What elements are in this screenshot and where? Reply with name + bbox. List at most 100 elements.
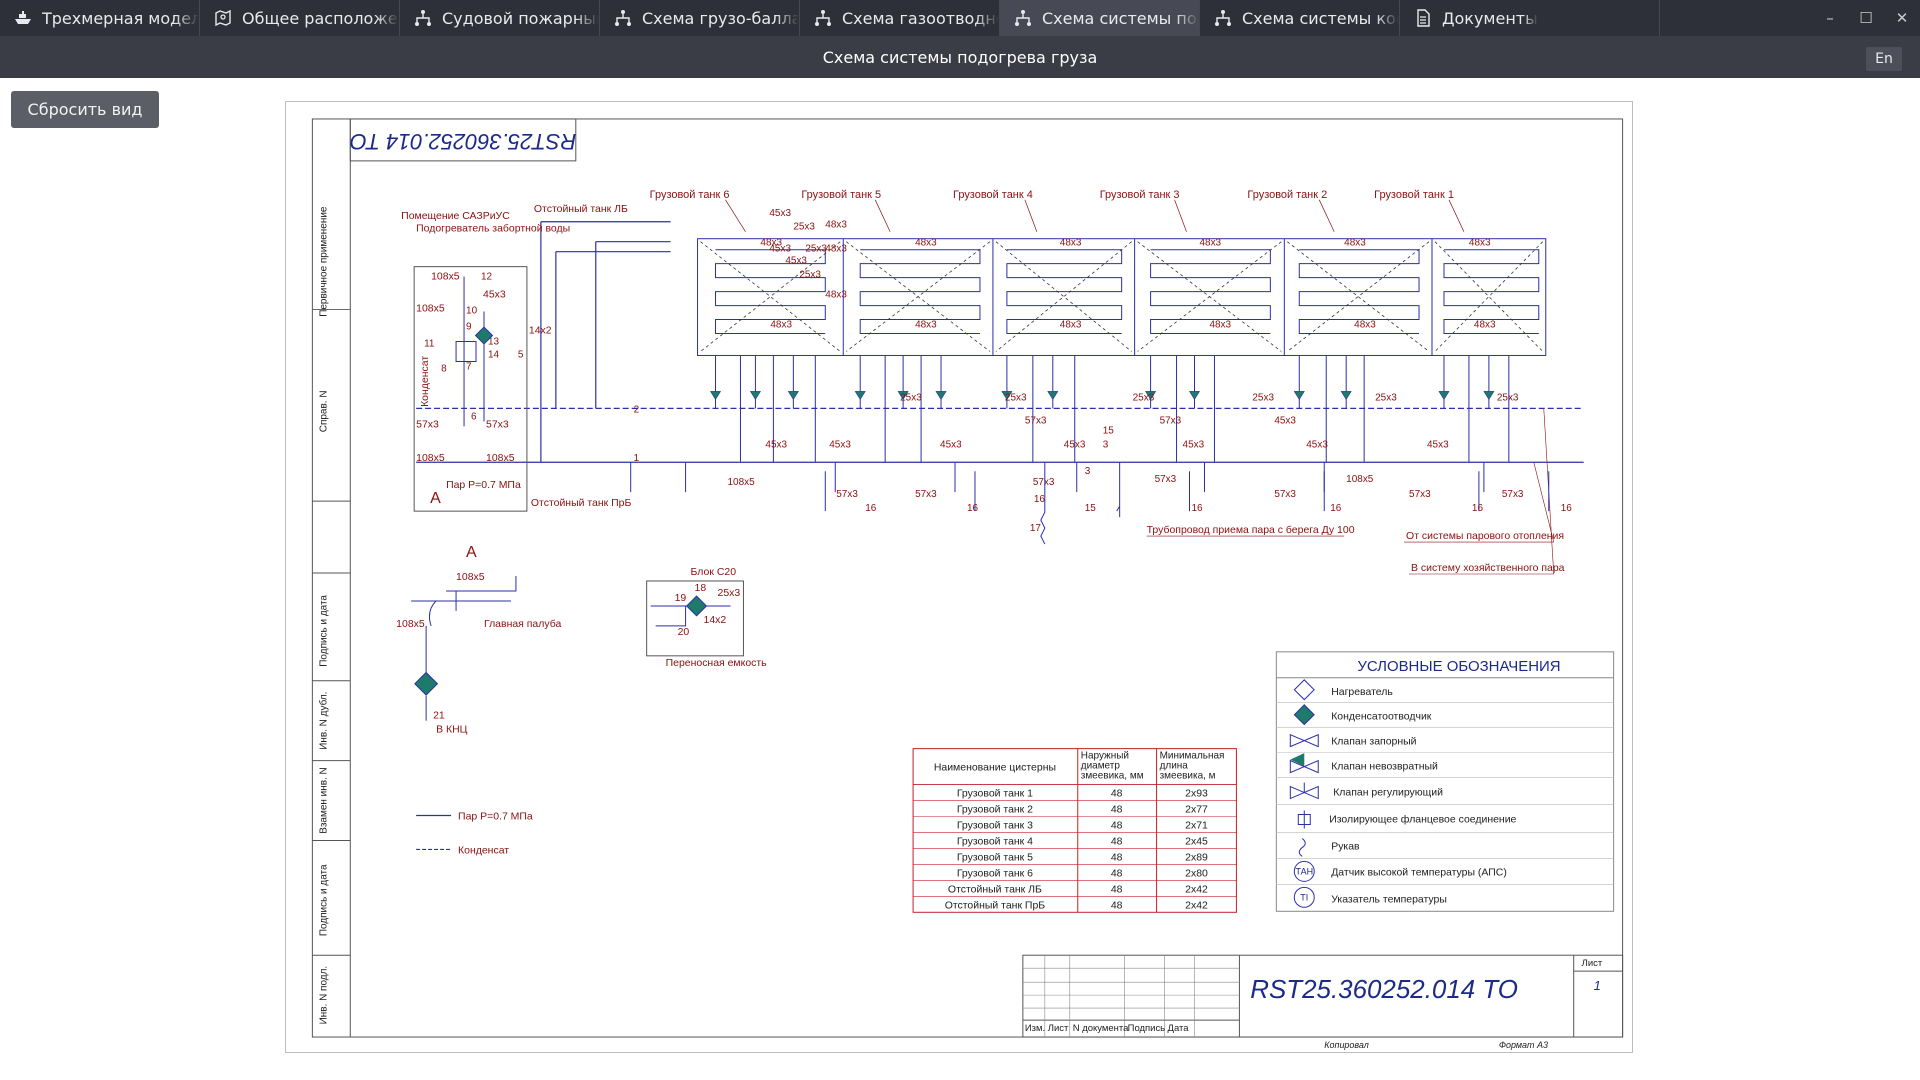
side-label: Подпись и дата (318, 864, 329, 936)
drawing-viewer[interactable]: Первичное применение Справ. N Подпись и … (285, 101, 1633, 1053)
svg-text:48x3: 48x3 (1060, 320, 1082, 331)
spec-cell: 2x45 (1185, 836, 1208, 847)
svg-text:5: 5 (518, 349, 524, 360)
maximize-icon[interactable]: ☐ (1859, 9, 1873, 27)
svg-text:45x3: 45x3 (1427, 439, 1449, 450)
ti-legend-icon (1293, 886, 1315, 908)
svg-text:57x3: 57x3 (836, 489, 858, 500)
tab-cargo-ballast[interactable]: Схема грузо-балластной (600, 0, 800, 36)
language-button[interactable]: En (1866, 47, 1902, 71)
schema-icon (1212, 7, 1234, 29)
tab-label: Документы (1442, 8, 1538, 28)
heater-legend-icon (1293, 679, 1315, 701)
reset-view-button[interactable]: Сбросить вид (11, 91, 159, 128)
svg-text:25x3: 25x3 (805, 244, 827, 255)
svg-text:3: 3 (1085, 466, 1091, 477)
spec-cell: 2x77 (1185, 805, 1208, 816)
legend-title: УСЛОВНЫЕ ОБОЗНАЧЕНИЯ (1357, 658, 1560, 675)
spec-cell: Грузовой танк 1 (957, 789, 1033, 800)
tab-documents[interactable]: Документы (1400, 0, 1660, 36)
tank-label: Грузовой танк 6 (650, 189, 730, 201)
tab-gas-vent[interactable]: Схема газоотводной (800, 0, 1000, 36)
tab-fire-system[interactable]: Судовой пожарный гидрант (400, 0, 600, 36)
svg-text:45x3: 45x3 (769, 244, 791, 255)
svg-text:8: 8 (441, 363, 447, 374)
legend-item: Клапан запорный (1331, 737, 1416, 748)
hose-legend-icon (1298, 838, 1306, 857)
svg-text:25x3: 25x3 (1497, 392, 1519, 403)
legend-box: УСЛОВНЫЕ ОБОЗНАЧЕНИЯ Нагреватель Конденс… (1275, 651, 1615, 912)
svg-text:48x3: 48x3 (1354, 320, 1376, 331)
from-heating-label: От системы парового отопления (1406, 531, 1564, 542)
tank-label: Грузовой танк 1 (1374, 189, 1454, 201)
insulating-flange-legend-icon (1297, 810, 1311, 829)
spec-cell: 2x89 (1185, 852, 1208, 863)
tab-bar: Трехмерная модель судна Общее расположен… (0, 0, 1920, 36)
tab-label: Схема газоотводной (842, 8, 999, 28)
svg-text:108x5: 108x5 (1346, 474, 1374, 485)
minimize-icon[interactable]: – (1826, 9, 1834, 27)
svg-text:2: 2 (634, 404, 640, 415)
side-label: Взамен инв. N (318, 767, 329, 834)
legend-item: Клапан невозвратный (1331, 762, 1438, 773)
svg-text:48x3: 48x3 (770, 320, 792, 331)
spec-cell: Грузовой танк 3 (957, 820, 1033, 831)
legend-item: Указатель температуры (1331, 894, 1447, 905)
svg-text:20: 20 (678, 627, 690, 638)
tab-control-system[interactable]: Схема системы контроля (1200, 0, 1400, 36)
tab-label: Общее расположение (242, 8, 399, 28)
view-a-marker: А (430, 490, 441, 507)
control-valve-legend-icon (1289, 782, 1319, 800)
spec-cell: 2x42 (1185, 900, 1208, 911)
svg-text:45x3: 45x3 (829, 439, 851, 450)
svg-text:57x3: 57x3 (416, 419, 439, 430)
tab-general-arrangement[interactable]: Общее расположение (200, 0, 400, 36)
svg-text:45x3: 45x3 (785, 256, 807, 267)
svg-text:45x3: 45x3 (483, 290, 506, 301)
tab-label: Схема системы подогрева (1042, 8, 1199, 28)
room-label: Помещение САЗРиУС (401, 211, 510, 222)
svg-text:108x5: 108x5 (456, 572, 485, 583)
tank-label: Грузовой танк 5 (801, 189, 881, 201)
svg-text:57x3: 57x3 (1155, 474, 1177, 485)
tank-label: Грузовой танк 4 (953, 189, 1033, 201)
svg-text:57x3: 57x3 (486, 419, 509, 430)
svg-text:57x3: 57x3 (915, 489, 937, 500)
close-icon[interactable]: ✕ (1895, 9, 1909, 27)
tah-legend-icon (1293, 860, 1315, 882)
svg-text:48x3: 48x3 (1474, 320, 1496, 331)
svg-text:Дата: Дата (1168, 1023, 1190, 1034)
svg-text:N документа: N документа (1073, 1023, 1129, 1034)
spec-header: Наружный диаметр змеевика, мм (1080, 750, 1144, 782)
svg-text:Лист: Лист (1048, 1023, 1069, 1034)
tab-3d-model[interactable]: Трехмерная модель судна (0, 0, 200, 36)
svg-text:48x3: 48x3 (1344, 238, 1366, 249)
shutoff-valve-legend-icon (1289, 733, 1319, 748)
side-label: Инв. N дубл. (318, 692, 329, 750)
spec-cell: 2x93 (1185, 789, 1208, 800)
tab-heating-system[interactable]: Схема системы подогрева (1000, 0, 1200, 36)
svg-text:48x3: 48x3 (915, 238, 937, 249)
svg-text:48x3: 48x3 (760, 238, 782, 249)
svg-text:1: 1 (1594, 978, 1601, 993)
svg-text:14x2: 14x2 (529, 326, 552, 337)
side-label: Справ. N (318, 390, 329, 432)
spec-cell: 2x80 (1185, 868, 1208, 879)
svg-text:57x3: 57x3 (1274, 489, 1296, 500)
spec-cell: 48 (1111, 836, 1123, 847)
svg-text:48x3: 48x3 (1469, 238, 1491, 249)
svg-text:1: 1 (634, 453, 640, 464)
svg-text:Изм.: Изм. (1025, 1023, 1045, 1034)
svg-text:16: 16 (1034, 494, 1046, 505)
svg-text:14: 14 (488, 349, 500, 360)
svg-text:45x3: 45x3 (769, 208, 791, 219)
svg-text:16: 16 (1192, 503, 1204, 514)
svg-text:57x3: 57x3 (1033, 477, 1055, 488)
svg-text:7: 7 (466, 361, 472, 372)
legend-item: Нагреватель (1331, 687, 1393, 698)
svg-text:25x3: 25x3 (1005, 392, 1027, 403)
spec-cell: 2x42 (1185, 884, 1208, 895)
portable-tank-label: Переносная емкость (666, 658, 768, 669)
document-icon (1412, 7, 1434, 29)
window-title: Схема системы подогрева груза (0, 36, 1920, 78)
